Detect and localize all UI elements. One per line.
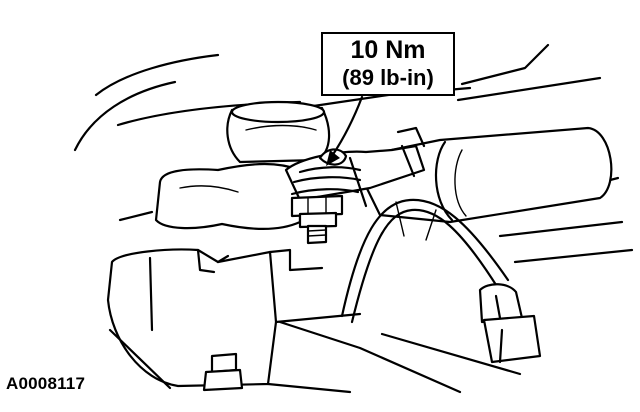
lower-frame-bracket [106, 248, 362, 388]
mount-nut [290, 194, 344, 245]
torque-callout-box: 10 Nm (89 lb-in) [321, 32, 455, 96]
torque-leader-arrow [326, 95, 364, 166]
torque-value-nm: 10 Nm [350, 36, 426, 64]
clamp-bracket [284, 126, 426, 208]
frame-edges [108, 320, 522, 394]
figure-reference-id: A0008117 [6, 374, 86, 393]
upper-mount-bushing [226, 100, 331, 164]
frame-bolt [202, 352, 244, 392]
brake-line-fitting [478, 283, 542, 364]
stabilizer-bar-end [154, 162, 302, 231]
torque-value-lbin: (89 lb-in) [342, 65, 434, 90]
brake-line [340, 198, 510, 324]
